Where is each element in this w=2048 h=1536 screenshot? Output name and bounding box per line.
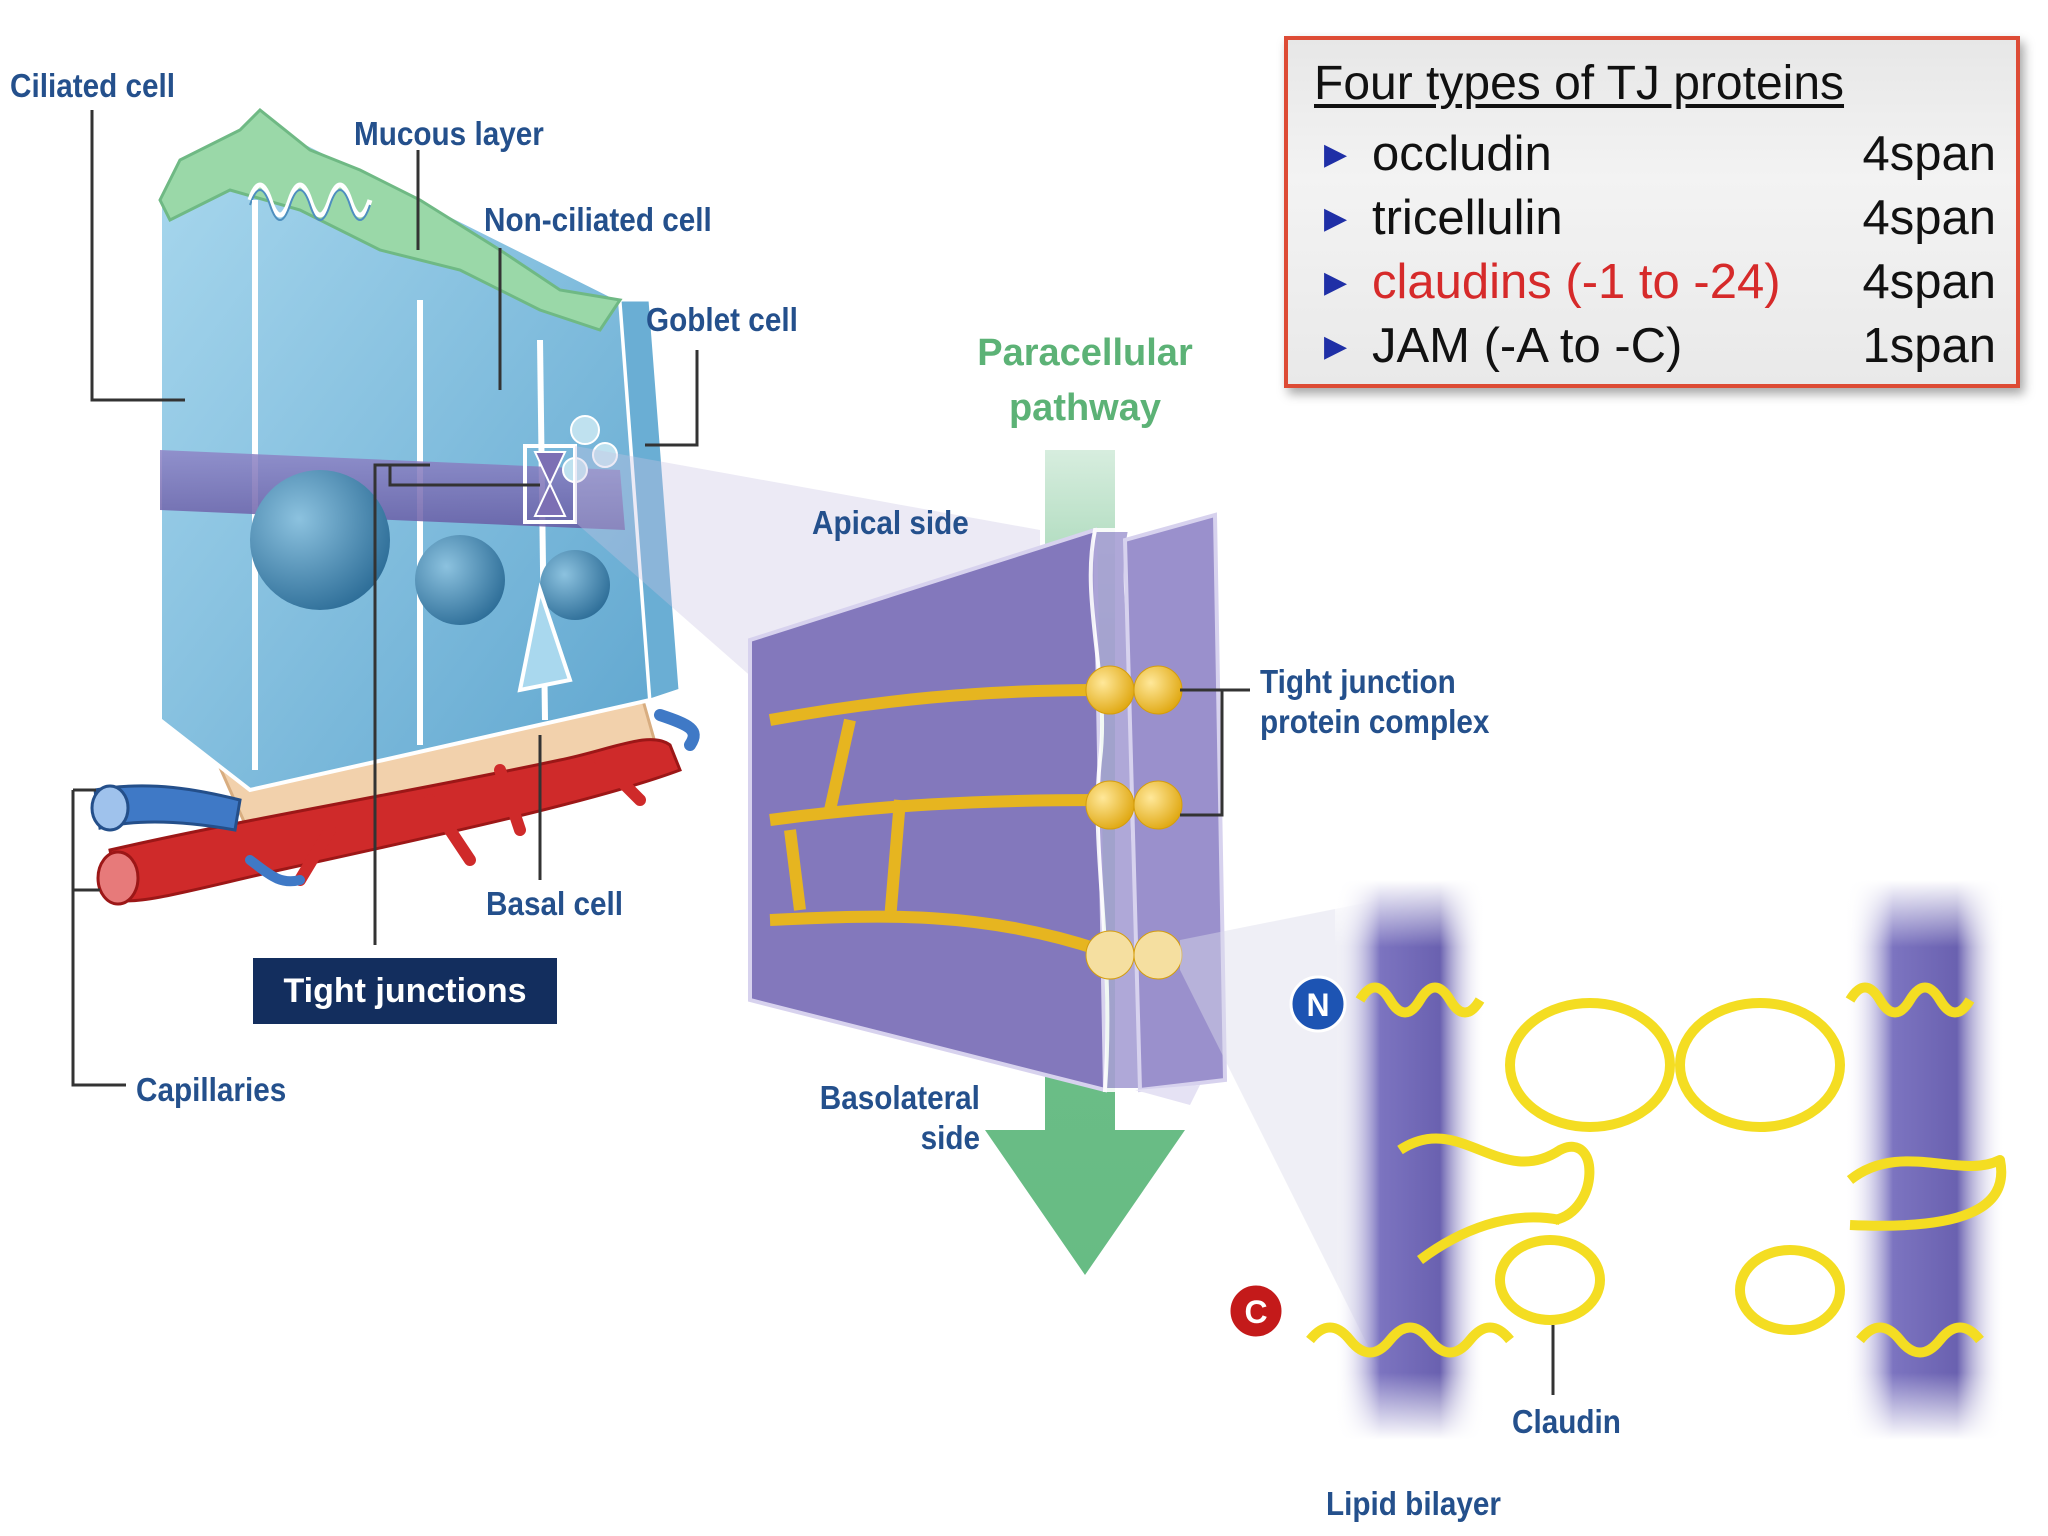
label-capillaries: Capillaries xyxy=(136,1071,287,1108)
tight-junctions-label: Tight junctions xyxy=(283,971,527,1010)
tj-row-occludin: ▶ occludin 4span xyxy=(1324,122,1996,186)
claudin-detail xyxy=(1227,880,2007,1440)
label-apical-side: Apical side xyxy=(812,504,969,541)
membrane-slab xyxy=(748,512,1228,1105)
n-terminus-label: N xyxy=(1306,987,1329,1023)
bullet-icon: ▶ xyxy=(1324,329,1348,363)
tj-strands xyxy=(768,665,1183,980)
label-goblet-cell: Goblet cell xyxy=(646,301,798,338)
label-lipid-bilayer: Lipid bilayer xyxy=(1326,1485,1501,1522)
label-basolateral-line-2: side xyxy=(920,1119,980,1156)
label-paracellular-pathway: Paracellular pathway xyxy=(940,326,1230,436)
tj-protein-name: claudins (-1 to -24) xyxy=(1372,255,1781,309)
label-tj-complex-line-1: Tight junction xyxy=(1260,663,1456,700)
tj-protein-name: tricellulin xyxy=(1372,191,1563,245)
label-basal-cell: Basal cell xyxy=(486,885,624,922)
c-terminus-label: C xyxy=(1244,1294,1267,1330)
label-ciliated-cell: Ciliated cell xyxy=(10,67,176,104)
tj-row-tricellulin: ▶ tricellulin 4span xyxy=(1324,186,1996,250)
tj-row-claudins: ▶ claudins (-1 to -24) 4span xyxy=(1324,250,1996,314)
label-tj-complex-line-2: protein complex xyxy=(1260,703,1490,740)
bullet-icon: ▶ xyxy=(1324,201,1348,235)
tj-proteins-panel: Four types of TJ proteins ▶ occludin 4sp… xyxy=(1284,36,2020,388)
tj-protein-span: 4span xyxy=(1862,255,1996,309)
paracellular-line-2: pathway xyxy=(1008,387,1162,429)
paracellular-line-1: Paracellular xyxy=(977,332,1193,374)
tj-protein-name: occludin xyxy=(1372,127,1552,181)
tj-row-jam: ▶ JAM (-A to -C) 1span xyxy=(1324,314,1996,378)
n-terminus-marker xyxy=(1289,975,1347,1033)
label-claudin: Claudin xyxy=(1512,1403,1621,1440)
tj-protein-span: 1span xyxy=(1862,319,1996,373)
bullet-icon: ▶ xyxy=(1324,137,1348,171)
label-mucous-layer: Mucous layer xyxy=(354,115,544,152)
label-non-ciliated-cell: Non-ciliated cell xyxy=(484,201,712,238)
label-basolateral-line-1: Basolateral xyxy=(819,1079,980,1116)
tj-protein-span: 4span xyxy=(1862,127,1996,181)
tj-panel-title: Four types of TJ proteins xyxy=(1314,57,1845,110)
bullet-icon: ▶ xyxy=(1324,265,1348,299)
leader-lines xyxy=(71,110,699,1087)
capillary-blue xyxy=(93,784,242,832)
tight-junctions-box: Tight junctions xyxy=(253,958,557,1024)
epithelium-block xyxy=(90,107,700,906)
c-terminus-marker xyxy=(1227,1282,1285,1340)
tj-protein-name: JAM (-A to -C) xyxy=(1372,319,1683,373)
tj-protein-span: 4span xyxy=(1862,191,1996,245)
